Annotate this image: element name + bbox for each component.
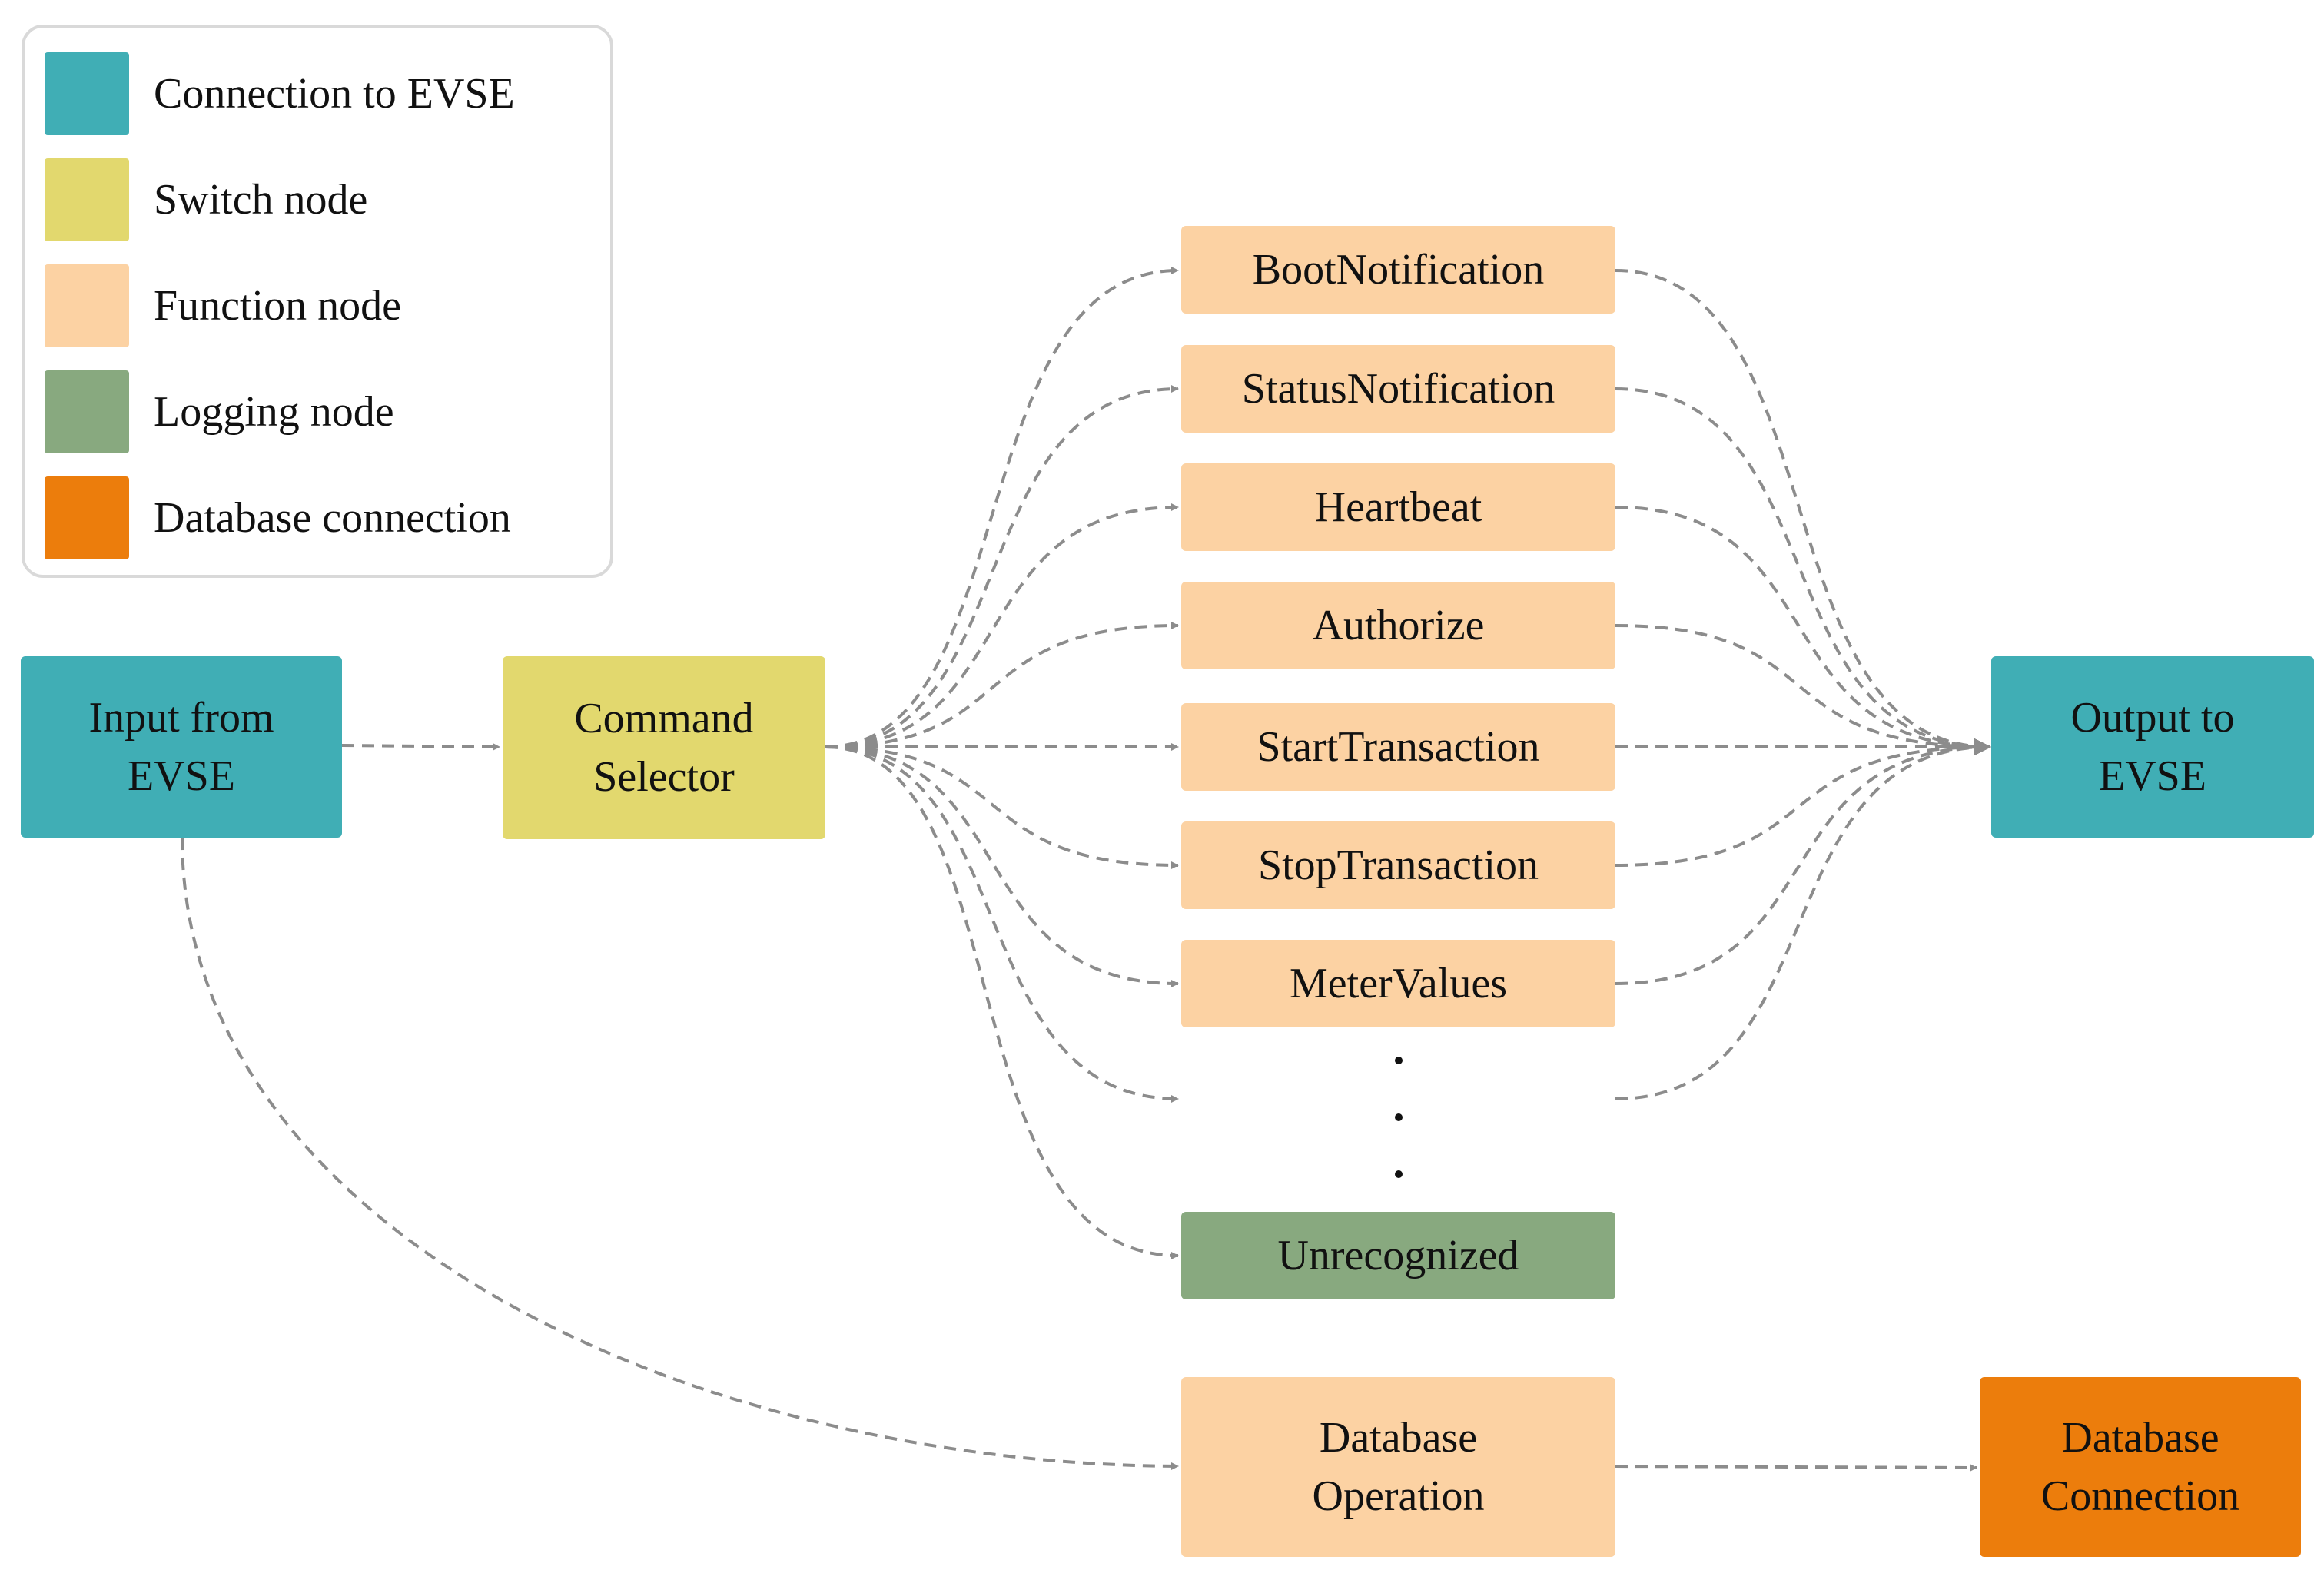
authorize-node: Authorize bbox=[1181, 582, 1615, 669]
stop-transaction-node: StopTransaction bbox=[1181, 821, 1615, 909]
status-notification-node: StatusNotification bbox=[1181, 345, 1615, 433]
ellipsis-dot bbox=[1395, 1170, 1403, 1178]
output-to-evse-node: Output to EVSE bbox=[1991, 656, 2314, 838]
legend-label: Logging node bbox=[154, 388, 394, 436]
legend-swatch-database bbox=[45, 476, 129, 559]
edge-meter-to-output bbox=[1615, 738, 1991, 985]
legend-item-logging: Logging node bbox=[45, 370, 394, 453]
edge-selector-to-unrecognized bbox=[825, 745, 1179, 1259]
input-from-evse-node: Input from EVSE bbox=[21, 656, 342, 838]
ellipsis-dot bbox=[1395, 1113, 1403, 1121]
command-selector-node: Command Selector bbox=[503, 656, 825, 839]
heartbeat-node: Heartbeat bbox=[1181, 463, 1615, 551]
start-transaction-node: StartTransaction bbox=[1181, 703, 1615, 791]
edge-boot-to-output bbox=[1615, 269, 1991, 755]
legend-swatch-connection bbox=[45, 52, 129, 135]
edge-authorize-to-output bbox=[1615, 624, 1991, 755]
edge-input-to-selector bbox=[341, 742, 500, 751]
ellipsis-dot bbox=[1395, 1057, 1403, 1064]
edge-selector-to-boot bbox=[825, 267, 1179, 748]
legend-swatch-switch bbox=[45, 158, 129, 241]
legend-swatch-logging bbox=[45, 370, 129, 453]
legend-label: Connection to EVSE bbox=[154, 70, 515, 118]
legend-swatch-function bbox=[45, 264, 129, 347]
legend-label: Function node bbox=[154, 282, 401, 330]
edge-selector-to-meter bbox=[825, 745, 1179, 987]
edge-selector-to-status bbox=[825, 385, 1179, 748]
legend: Connection to EVSE Switch node Function … bbox=[22, 25, 613, 578]
legend-item-database: Database connection bbox=[45, 476, 511, 559]
legend-item-switch: Switch node bbox=[45, 158, 367, 241]
edge-ellipsis-to-output bbox=[1615, 738, 1991, 1100]
edge-selector-to-stop bbox=[825, 745, 1179, 869]
legend-label: Database connection bbox=[154, 494, 511, 542]
edge-selector-to-authorize bbox=[825, 622, 1179, 748]
edge-heartbeat-to-output bbox=[1615, 506, 1991, 755]
database-connection-node: Database Connection bbox=[1980, 1377, 2301, 1557]
edge-selector-to-ellipsis bbox=[825, 745, 1179, 1103]
meter-values-node: MeterValues bbox=[1181, 940, 1615, 1027]
database-operation-node: Database Operation bbox=[1181, 1377, 1615, 1557]
legend-item-function: Function node bbox=[45, 264, 401, 347]
unrecognized-node: Unrecognized bbox=[1181, 1212, 1615, 1299]
legend-label: Switch node bbox=[154, 176, 368, 224]
edge-input-to-db-operation bbox=[181, 837, 1179, 1470]
edge-status-to-output bbox=[1615, 387, 1991, 755]
edge-stop-to-output bbox=[1615, 738, 1991, 867]
edge-db-operation-to-db-connection bbox=[1615, 1463, 1977, 1472]
boot-notification-node: BootNotification bbox=[1181, 226, 1615, 314]
legend-item-connection: Connection to EVSE bbox=[45, 52, 515, 135]
